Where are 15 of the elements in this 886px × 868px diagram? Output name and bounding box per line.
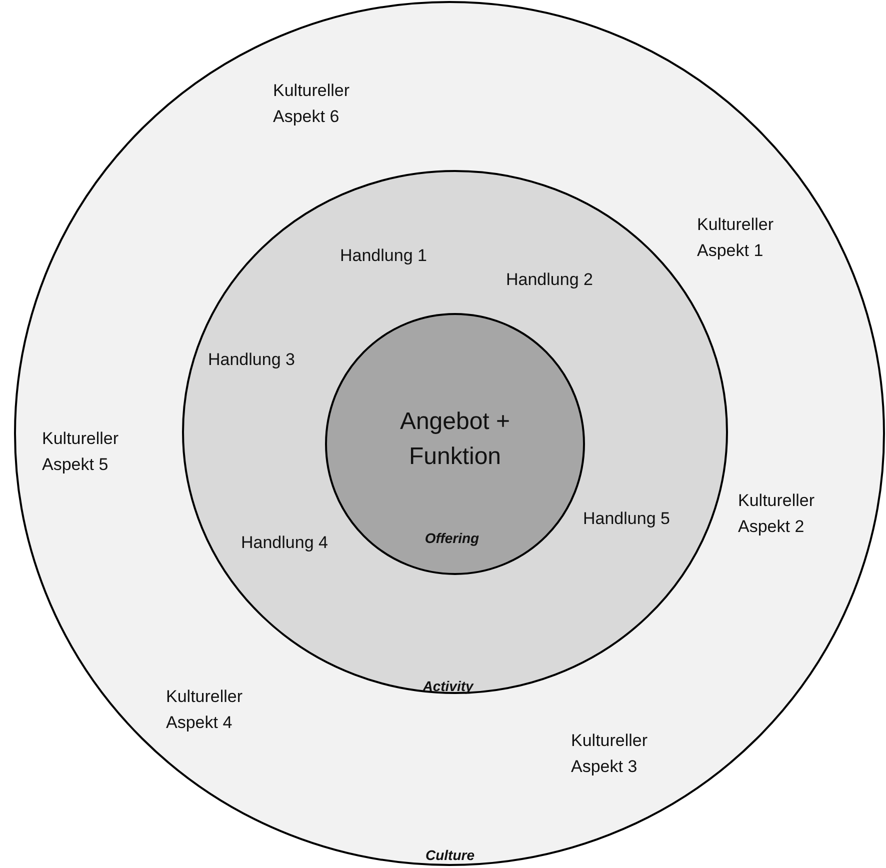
action-label: Handlung 1 bbox=[340, 245, 427, 267]
aspect-label: Kultureller Aspekt 2 bbox=[738, 490, 816, 538]
ring-title: Offering bbox=[424, 529, 480, 548]
action-label: Handlung 5 bbox=[583, 508, 670, 530]
action-label: Handlung 4 bbox=[241, 532, 328, 554]
ring-title: Activity bbox=[422, 677, 474, 696]
center-label: Angebot + Funktion bbox=[398, 407, 512, 472]
aspect-label: Kultureller Aspekt 5 bbox=[42, 428, 120, 476]
aspect-label: Kultureller Aspekt 1 bbox=[697, 214, 775, 262]
action-label: Handlung 2 bbox=[506, 269, 593, 291]
action-label: Handlung 3 bbox=[208, 349, 295, 371]
aspect-label: Kultureller Aspekt 4 bbox=[166, 686, 244, 734]
aspect-label: Kultureller Aspekt 6 bbox=[273, 80, 351, 128]
aspect-label: Kultureller Aspekt 3 bbox=[571, 730, 649, 778]
ring-title: Culture bbox=[426, 846, 474, 865]
